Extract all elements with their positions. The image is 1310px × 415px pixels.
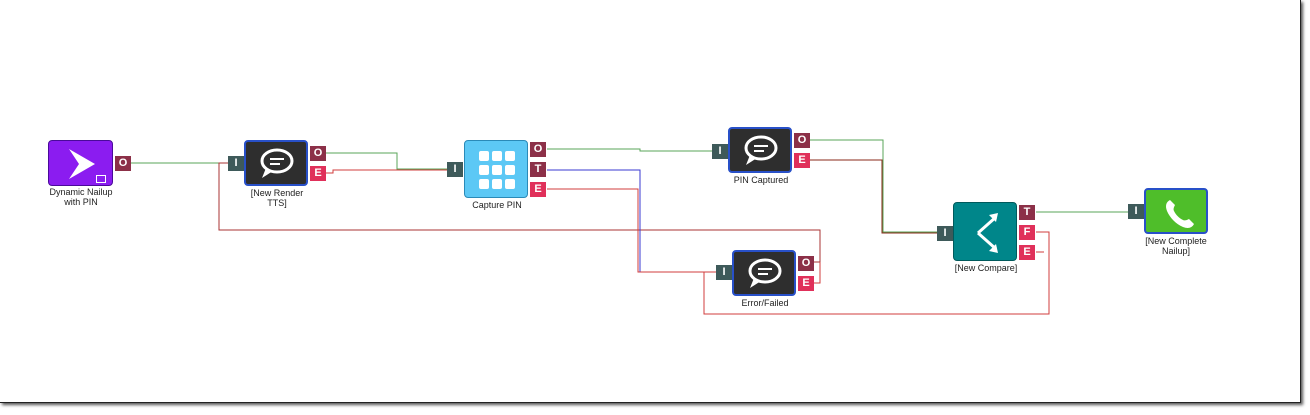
pincaptured-port-o[interactable]: O: [794, 133, 810, 148]
capture-port-e[interactable]: E: [530, 182, 546, 197]
pincaptured-port-e[interactable]: E: [794, 153, 810, 168]
render-label: [New Render TTS]: [250, 188, 304, 208]
pincaptured-label: PIN Captured: [733, 175, 789, 185]
capture-port-o[interactable]: O: [530, 142, 546, 157]
speech-bubble-icon: [744, 135, 778, 165]
render-tts-node[interactable]: [244, 140, 308, 186]
wire-error-loop: [814, 262, 821, 284]
wire-render-o-to-capture: [326, 152, 447, 170]
speech-bubble-icon: [260, 148, 294, 178]
complete-nailup-node[interactable]: [1144, 188, 1208, 234]
error-port-e[interactable]: E: [798, 276, 814, 291]
branch-arrows-icon: [977, 213, 998, 253]
compare-label: [New Compare]: [954, 263, 1018, 273]
compare-port-t[interactable]: T: [1019, 205, 1035, 220]
compare-port-e[interactable]: E: [1019, 245, 1035, 260]
chevron-right-icon: [69, 149, 95, 179]
flag-icon: [96, 175, 106, 183]
wire-capture-o-to-pincaptured: [547, 148, 712, 152]
pin-captured-node[interactable]: [728, 127, 792, 173]
complete-port-i[interactable]: I: [1128, 204, 1144, 219]
wire-render-e-to-capture: [326, 169, 447, 174]
render-port-e[interactable]: E: [310, 166, 326, 181]
flow-canvas: [0, 0, 1301, 403]
error-port-i[interactable]: I: [716, 265, 732, 280]
compare-port-i[interactable]: I: [937, 226, 953, 241]
error-failed-node[interactable]: [732, 250, 796, 296]
start-port-o[interactable]: O: [115, 156, 131, 171]
wire-capture-e-to-error: [547, 188, 716, 273]
complete-label: [New Complete Nailup]: [1145, 236, 1207, 256]
render-port-i[interactable]: I: [228, 156, 244, 171]
compare-node[interactable]: [953, 202, 1017, 261]
capture-port-i[interactable]: I: [447, 162, 463, 177]
capture-label: Capture PIN: [472, 200, 522, 210]
start-label: Dynamic Nailup with PIN: [49, 187, 113, 207]
wire-pincaptured-e-to-compare: [810, 159, 937, 234]
wire-compare-f-loop: [703, 231, 1050, 315]
speech-bubble-icon: [748, 258, 782, 288]
capture-port-t[interactable]: T: [530, 162, 546, 177]
error-label: Error/Failed: [741, 298, 789, 308]
compare-port-f[interactable]: F: [1019, 225, 1035, 240]
phone-icon: [1166, 200, 1194, 228]
wire-capture-t-to-error: [547, 169, 716, 273]
start-node[interactable]: [48, 140, 113, 186]
render-port-o[interactable]: O: [310, 146, 326, 161]
wire-loop-to-error: [218, 162, 821, 263]
keypad-icon: [479, 151, 515, 189]
capture-pin-node[interactable]: [464, 140, 528, 198]
wire-pincaptured-o-to-compare: [810, 139, 937, 233]
pincaptured-port-i[interactable]: I: [712, 144, 728, 159]
error-port-o[interactable]: O: [798, 256, 814, 271]
